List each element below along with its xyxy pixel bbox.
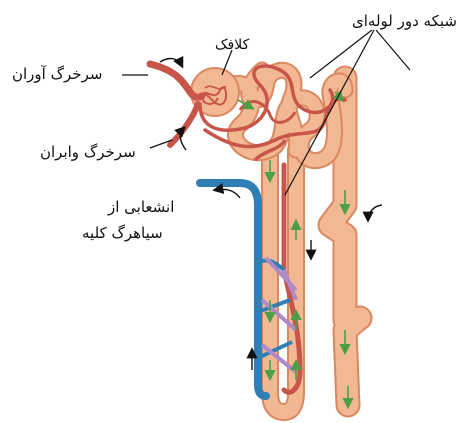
label-vein-branch-line2: سیاهرگ کلیه	[82, 226, 163, 241]
label-afferent-arteriole: سرخرگ آوران	[12, 67, 102, 82]
label-peritubular-network: شبکه دور لوله‌ای	[352, 14, 457, 29]
label-vein-branch-line1: انشعابی از	[108, 200, 174, 215]
label-glomerulus: کلافک	[215, 38, 249, 52]
label-efferent-arteriole: سرخرگ وابران	[40, 145, 136, 160]
